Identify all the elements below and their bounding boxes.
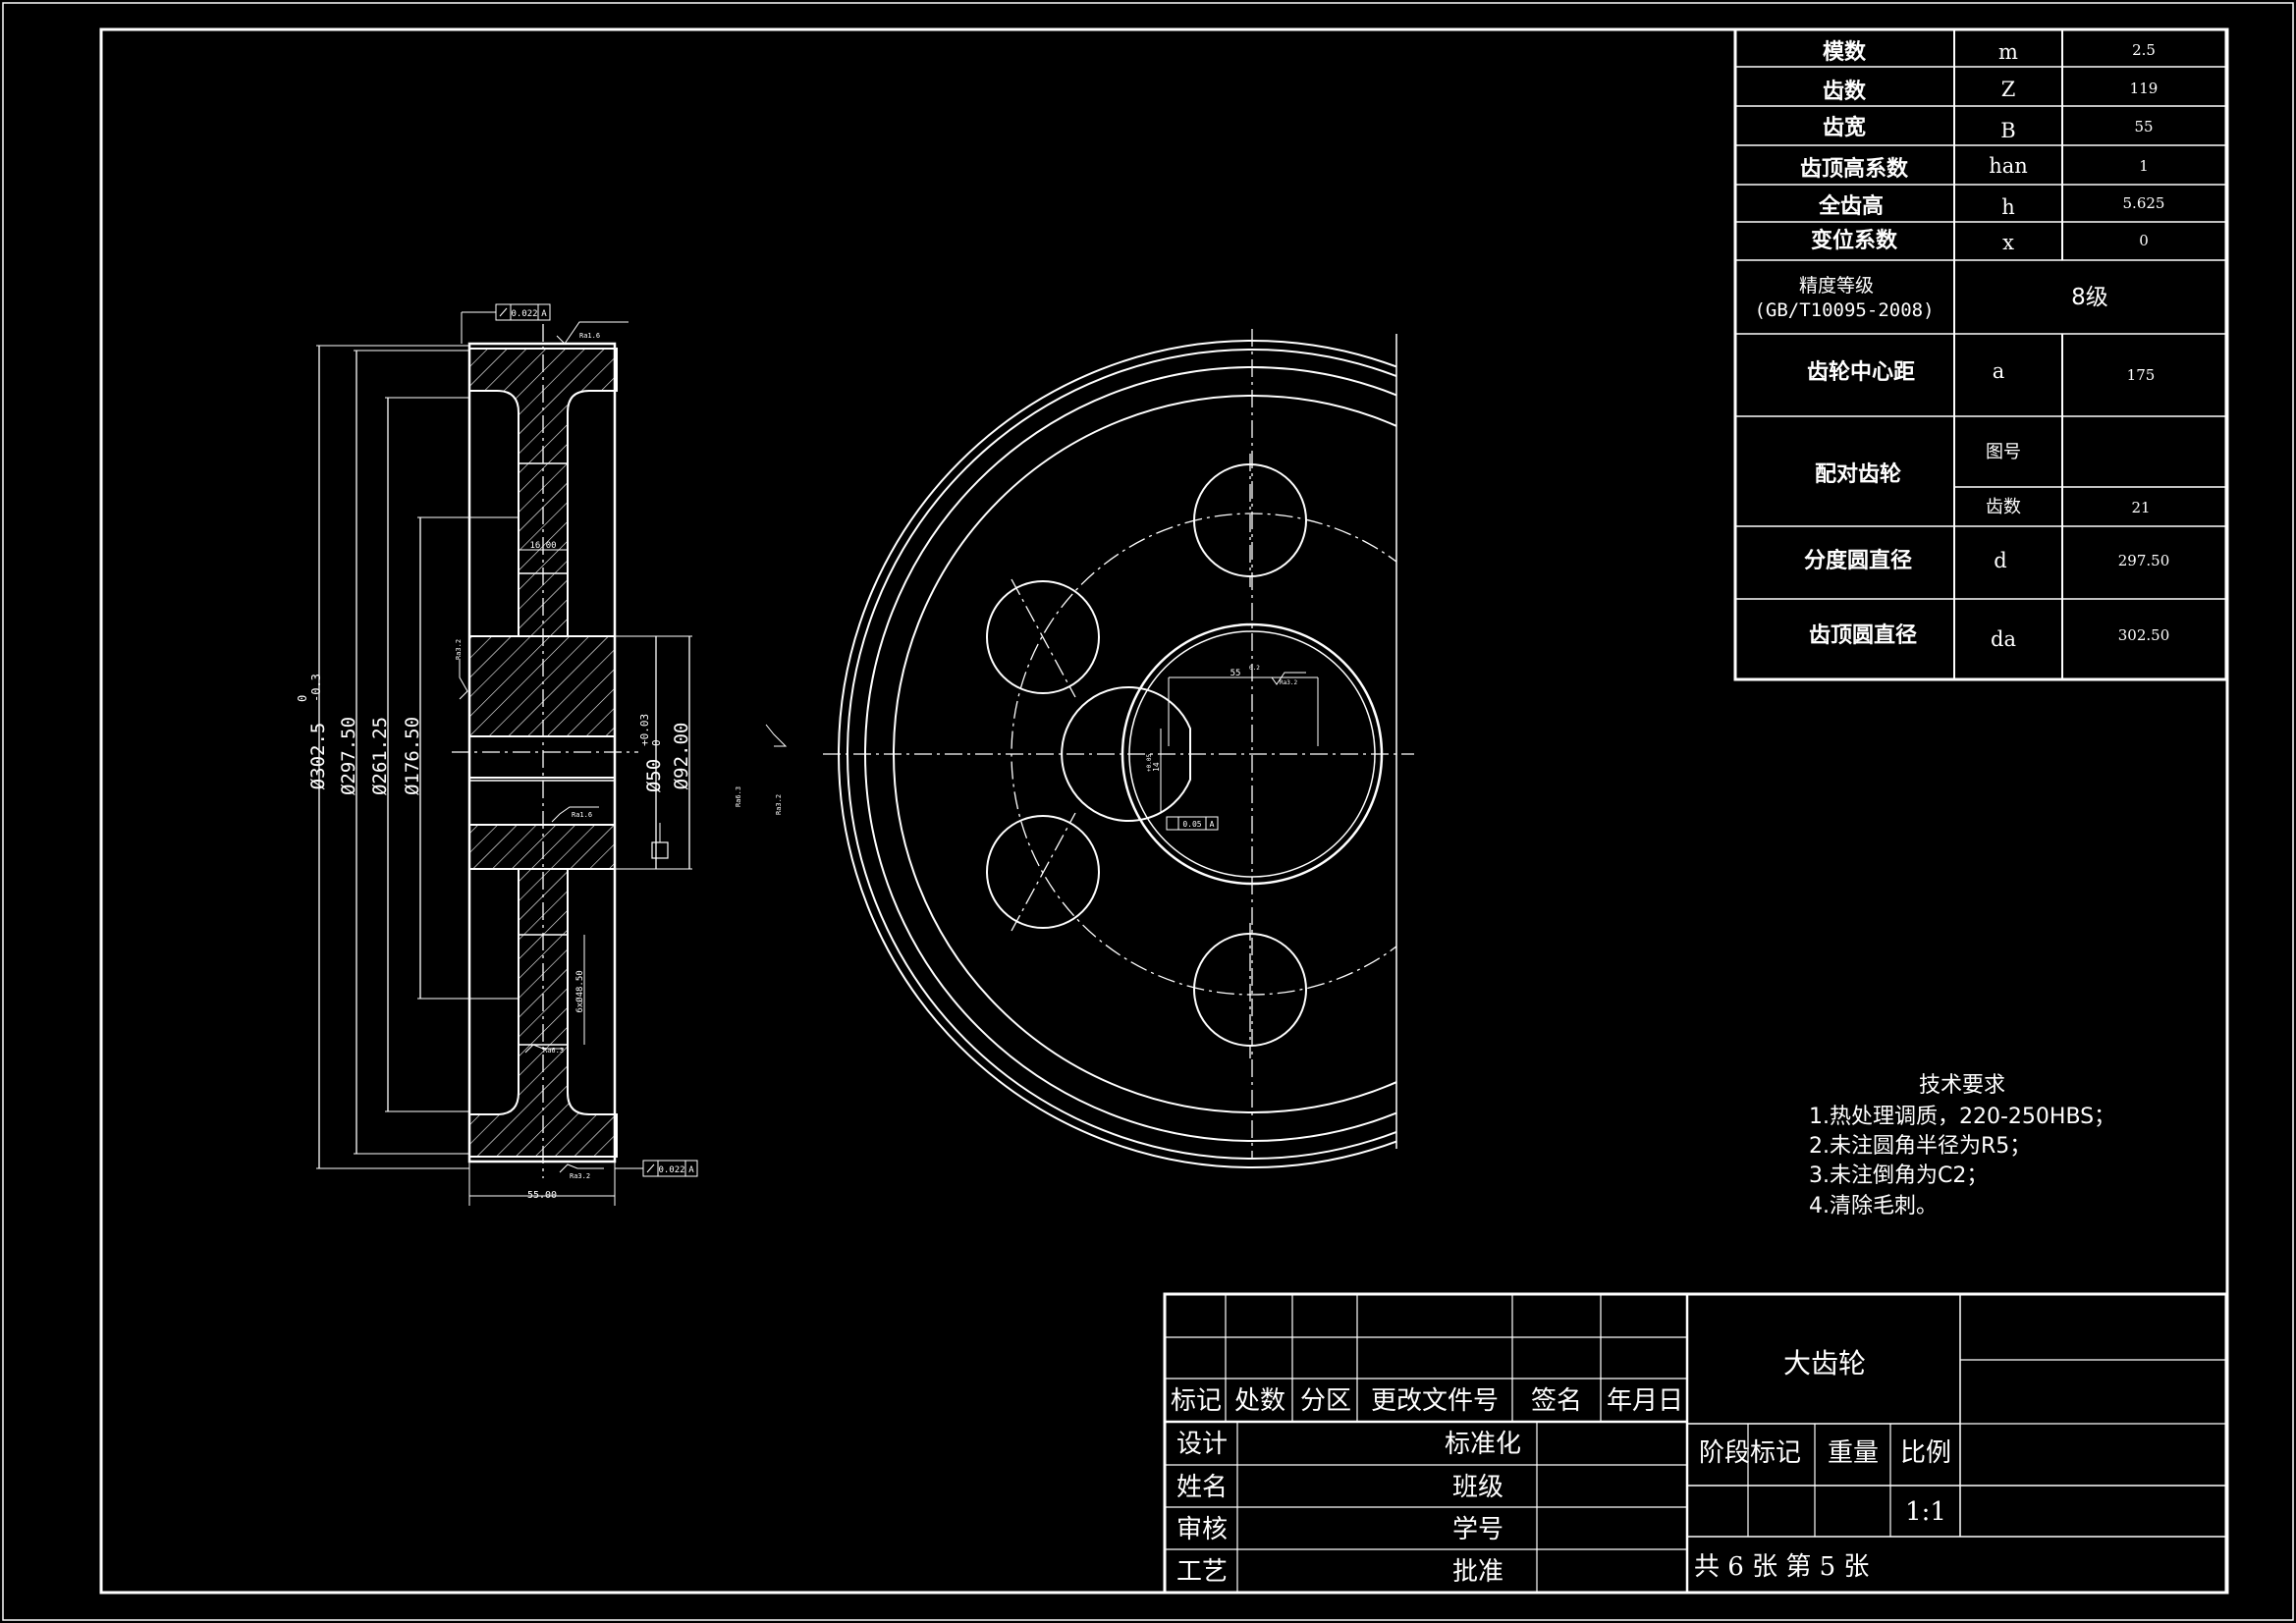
dim-width: 55.00 bbox=[527, 1190, 557, 1201]
rough-a: Ra6.3 bbox=[735, 786, 742, 807]
param-name-5: 变位系数 bbox=[1811, 228, 1898, 253]
section-view: Ø302.5 0 -0.3 Ø297.50 Ø261.25 Ø176.50 Ø5… bbox=[296, 303, 788, 1206]
param-value-1: 119 bbox=[2130, 80, 2159, 97]
center-distance-symbol: a bbox=[1993, 359, 2005, 383]
param-name-1: 齿数 bbox=[1823, 79, 1867, 104]
center-distance-value: 175 bbox=[2127, 366, 2156, 384]
tip-dia-symbol: da bbox=[1991, 627, 2016, 651]
param-value-0: 2.5 bbox=[2132, 41, 2156, 59]
tech-item-3: 3.未注倒角为C2； bbox=[1809, 1163, 1988, 1188]
keyway-width-tol: 0.2 bbox=[1249, 665, 1260, 672]
tb-scale-label: 比例 bbox=[1900, 1438, 1951, 1468]
keyway-width: 55 bbox=[1230, 669, 1241, 678]
tech-requirements: 技术要求 1.热处理调质，220-250HBS； 2.未注圆角半径为R5； 3.… bbox=[1809, 1073, 2115, 1218]
param-name-2: 齿宽 bbox=[1823, 115, 1866, 140]
dim-d50: Ø50 bbox=[643, 759, 665, 792]
dim-holes: 6xØ48.50 bbox=[574, 970, 585, 1012]
param-value-2: 55 bbox=[2134, 118, 2153, 135]
tech-item-4: 4.清除毛刺。 bbox=[1809, 1194, 1938, 1218]
tb-sheets: 共 6 张 第 5 张 bbox=[1694, 1552, 1869, 1582]
tb-class: 班级 bbox=[1452, 1473, 1503, 1502]
param-symbol-2: B bbox=[2000, 119, 2015, 142]
dim-d50-tol-up: +0.03 bbox=[638, 714, 651, 746]
keyway-roughness: Ra3.2 bbox=[1280, 679, 1297, 686]
tb-design: 设计 bbox=[1176, 1430, 1228, 1459]
param-value-5: 0 bbox=[2139, 232, 2149, 249]
tb-header-1: 处数 bbox=[1234, 1386, 1285, 1416]
dim-d92: Ø92.00 bbox=[671, 723, 692, 790]
tech-item-2: 2.未注圆角半径为R5； bbox=[1809, 1134, 2031, 1159]
tb-process: 工艺 bbox=[1176, 1557, 1228, 1587]
pitch-dia-symbol: d bbox=[1994, 549, 2006, 572]
tech-title: 技术要求 bbox=[1919, 1073, 2005, 1098]
dim-d302-tol-up: 0 bbox=[296, 695, 309, 702]
tb-stage-mark: 阶段标记 bbox=[1699, 1438, 1801, 1468]
tol-frame-bottom-datum: A bbox=[688, 1165, 694, 1175]
rough-bottom: Ra3.2 bbox=[570, 1172, 590, 1180]
pitch-dia-label: 分度圆直径 bbox=[1804, 548, 1912, 573]
sym-tol-value: 0.05 bbox=[1182, 820, 1201, 829]
param-symbol-0: m bbox=[1998, 40, 2018, 64]
dim-web: 16.00 bbox=[529, 541, 556, 551]
mating-teeth-value: 21 bbox=[2131, 499, 2150, 516]
rough-bore: Ra3.2 bbox=[455, 639, 463, 660]
rough-b: Ra3.2 bbox=[775, 794, 783, 815]
precision-standard: (GB/T10095-2008) bbox=[1754, 299, 1934, 321]
dim-d261: Ø261.25 bbox=[369, 717, 391, 795]
dim-d302-tol-lo: -0.3 bbox=[309, 674, 323, 702]
tol-frame-bottom-value: 0.022 bbox=[658, 1165, 684, 1175]
tb-header-5: 年月日 bbox=[1607, 1386, 1683, 1416]
center-distance-label: 齿轮中心距 bbox=[1807, 359, 1915, 385]
dim-d50-tol-lo: 0 bbox=[650, 739, 663, 746]
title-block: 大齿轮 标记 处数 分区 更改文件号 签名 年月日 设计 姓名 审核 工艺 标准… bbox=[1163, 1292, 2228, 1595]
tb-student-no: 学号 bbox=[1452, 1515, 1503, 1544]
param-symbol-3: han bbox=[1989, 154, 2028, 178]
param-name-4: 全齿高 bbox=[1818, 193, 1884, 219]
dim-d302: Ø302.5 bbox=[307, 723, 329, 790]
rough-top: Ra1.6 bbox=[579, 332, 600, 340]
tb-approve: 批准 bbox=[1452, 1557, 1503, 1587]
mating-gear-label: 配对齿轮 bbox=[1815, 461, 1901, 487]
dim-d176: Ø176.50 bbox=[402, 717, 423, 795]
tol-frame-top-value: 0.022 bbox=[511, 309, 537, 319]
tip-dia-label: 齿顶圆直径 bbox=[1809, 622, 1917, 648]
tech-item-1: 1.热处理调质，220-250HBS； bbox=[1809, 1105, 2115, 1129]
precision-label: 精度等级 bbox=[1799, 275, 1874, 297]
sym-tol-datum: A bbox=[1210, 820, 1215, 829]
param-symbol-4: h bbox=[2001, 195, 2015, 219]
part-name: 大齿轮 bbox=[1783, 1347, 1866, 1380]
rough-mid: Ra1.6 bbox=[572, 811, 592, 819]
param-value-4: 5.625 bbox=[2123, 194, 2165, 212]
param-value-3: 1 bbox=[2139, 157, 2149, 175]
rough-hole: Ra6.3 bbox=[543, 1047, 564, 1055]
param-name-3: 齿顶高系数 bbox=[1800, 156, 1909, 182]
tb-header-3: 更改文件号 bbox=[1371, 1386, 1499, 1416]
pitch-dia-value: 297.50 bbox=[2118, 552, 2170, 569]
mating-drawing-no-label: 图号 bbox=[1986, 442, 2021, 462]
precision-value: 8级 bbox=[2071, 285, 2108, 310]
param-name-0: 模数 bbox=[1823, 39, 1867, 65]
tb-standardization: 标准化 bbox=[1445, 1430, 1521, 1459]
params-table: 模数 m 2.5 齿数 Z 119 齿宽 B 55 齿顶高系数 han 1 全齿… bbox=[1733, 27, 2228, 681]
tb-name: 姓名 bbox=[1176, 1473, 1228, 1502]
tip-dia-value: 302.50 bbox=[2118, 626, 2170, 644]
tb-scale-value: 1:1 bbox=[1905, 1497, 1946, 1527]
front-view: 55 0.2 Ra3.2 14 +0.05 0.05 A bbox=[823, 329, 1414, 1168]
param-symbol-1: Z bbox=[2001, 78, 2016, 101]
keyway-depth: 14 bbox=[1152, 762, 1161, 772]
mating-teeth-label: 齿数 bbox=[1986, 497, 2021, 517]
tol-frame-top-datum: A bbox=[541, 309, 547, 319]
tb-weight: 重量 bbox=[1828, 1438, 1879, 1468]
param-symbol-5: x bbox=[2002, 231, 2014, 254]
tb-review: 审核 bbox=[1176, 1515, 1228, 1544]
keyway-depth-tol: +0.05 bbox=[1146, 754, 1153, 772]
tb-header-0: 标记 bbox=[1171, 1386, 1222, 1416]
tb-header-4: 签名 bbox=[1531, 1386, 1582, 1416]
tb-header-2: 分区 bbox=[1300, 1386, 1351, 1416]
dim-d297: Ø297.50 bbox=[338, 717, 359, 795]
